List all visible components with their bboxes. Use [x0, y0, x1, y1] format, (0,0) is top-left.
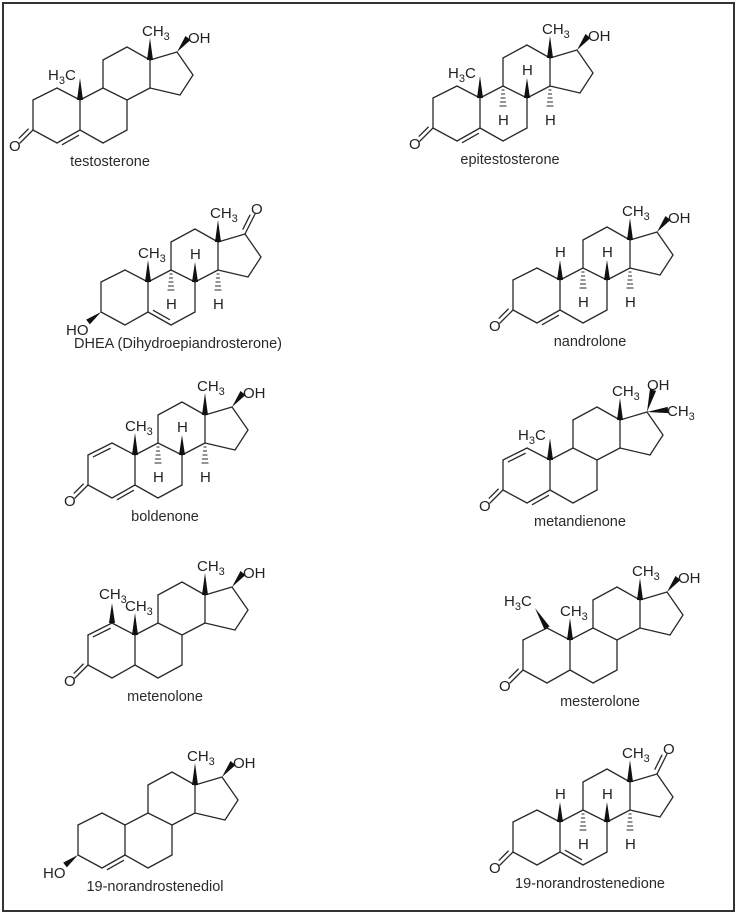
hydroxyl-3: HO [66, 322, 89, 339]
methyl-18: CH3 [622, 203, 650, 223]
methyl-18: CH3 [197, 378, 225, 398]
hydrogen-14: H [213, 296, 224, 313]
oxygen-atom: O [479, 498, 491, 515]
compound-name-19-norandrostenediol: 19-norandrostenediol [86, 879, 223, 895]
hydrogen-14: H [200, 469, 211, 486]
compound-name-boldenone: boldenone [131, 509, 199, 525]
methyl-18: CH3 [622, 745, 650, 765]
methyl-19: CH3 [125, 598, 153, 618]
hydrogen-9: H [153, 469, 164, 486]
hydrogen-10: H [555, 786, 566, 803]
hydrogen-9: H [498, 112, 509, 129]
hydroxyl-17: OH [588, 28, 611, 45]
compound-name-dhea: DHEA (Dihydroepiandrosterone) [74, 336, 282, 352]
hydrogen-9: H [578, 294, 589, 311]
compound-name-epitestosterone: epitestosterone [460, 152, 559, 168]
methyl-18: CH3 [612, 383, 640, 403]
oxygen-atom: O [64, 673, 76, 690]
methyl-19: CH3 [125, 418, 153, 438]
hydrogen-8: H [190, 246, 201, 263]
compound-name-metandienone: metandienone [534, 514, 626, 530]
hydroxyl-17: OH [647, 377, 670, 394]
hydrogen-8: H [602, 244, 613, 261]
hydrogen-8: H [522, 62, 533, 79]
structure-epitestosterone: O H3C H H H CH3 OH epitestosterone [409, 21, 611, 168]
hydroxyl-3: HO [43, 865, 66, 882]
methyl-18: CH3 [187, 748, 215, 768]
hydroxyl-17: OH [188, 30, 211, 47]
oxygen-atom: O [409, 136, 421, 153]
oxygen-atom: O [489, 318, 501, 335]
hydroxyl-17: OH [243, 565, 266, 582]
methyl-19: CH3 [560, 603, 588, 623]
compound-name-testosterone: testosterone [70, 154, 150, 170]
hydrogen-8: H [177, 419, 188, 436]
hydrogen-9: H [578, 836, 589, 853]
structure-testosterone: O H3C CH3 OH testosterone [9, 23, 211, 170]
methyl-17: CH3 [667, 403, 695, 423]
hydrogen-14: H [625, 294, 636, 311]
methyl-1: CH3 [99, 586, 127, 606]
hydroxyl-17: OH [668, 210, 691, 227]
methyl-19: CH3 [138, 245, 166, 265]
methyl-18: CH3 [142, 23, 170, 43]
hydrogen-10: H [555, 244, 566, 261]
oxygen-atom: O [9, 138, 21, 155]
hydroxyl-17: OH [678, 570, 701, 587]
methyl-19: H3C [518, 427, 546, 447]
methyl-19: H3C [48, 67, 76, 87]
methyl-18: CH3 [210, 205, 238, 225]
hydrogen-14: H [625, 836, 636, 853]
methyl-18: CH3 [542, 21, 570, 41]
methyl-1: H3C [504, 593, 532, 613]
keto-17: O [251, 201, 263, 218]
oxygen-atom: O [499, 678, 511, 695]
keto-17: O [663, 741, 675, 758]
oxygen-atom: O [489, 860, 501, 877]
hydroxyl-17: OH [233, 755, 256, 772]
hydrogen-14: H [545, 112, 556, 129]
structure-19-norandrostenediol: HO CH3 OH 19-norandrostenediol [43, 748, 256, 895]
hydroxyl-17: OH [243, 385, 266, 402]
methyl-18: CH3 [632, 563, 660, 583]
compound-name-mesterolone: mesterolone [560, 694, 640, 710]
compound-name-metenolone: metenolone [127, 689, 203, 705]
compound-name-19-norandrostenedione: 19-norandrostenedione [515, 876, 665, 892]
structure-metandienone: O H3C CH3 OH CH3 metandienone [479, 377, 695, 530]
methyl-19: H3C [448, 65, 476, 85]
hydrogen-8: H [602, 786, 613, 803]
methyl-18: CH3 [197, 558, 225, 578]
oxygen-atom: O [64, 493, 76, 510]
compound-name-nandrolone: nandrolone [554, 334, 627, 350]
hydrogen-9: H [166, 296, 177, 313]
